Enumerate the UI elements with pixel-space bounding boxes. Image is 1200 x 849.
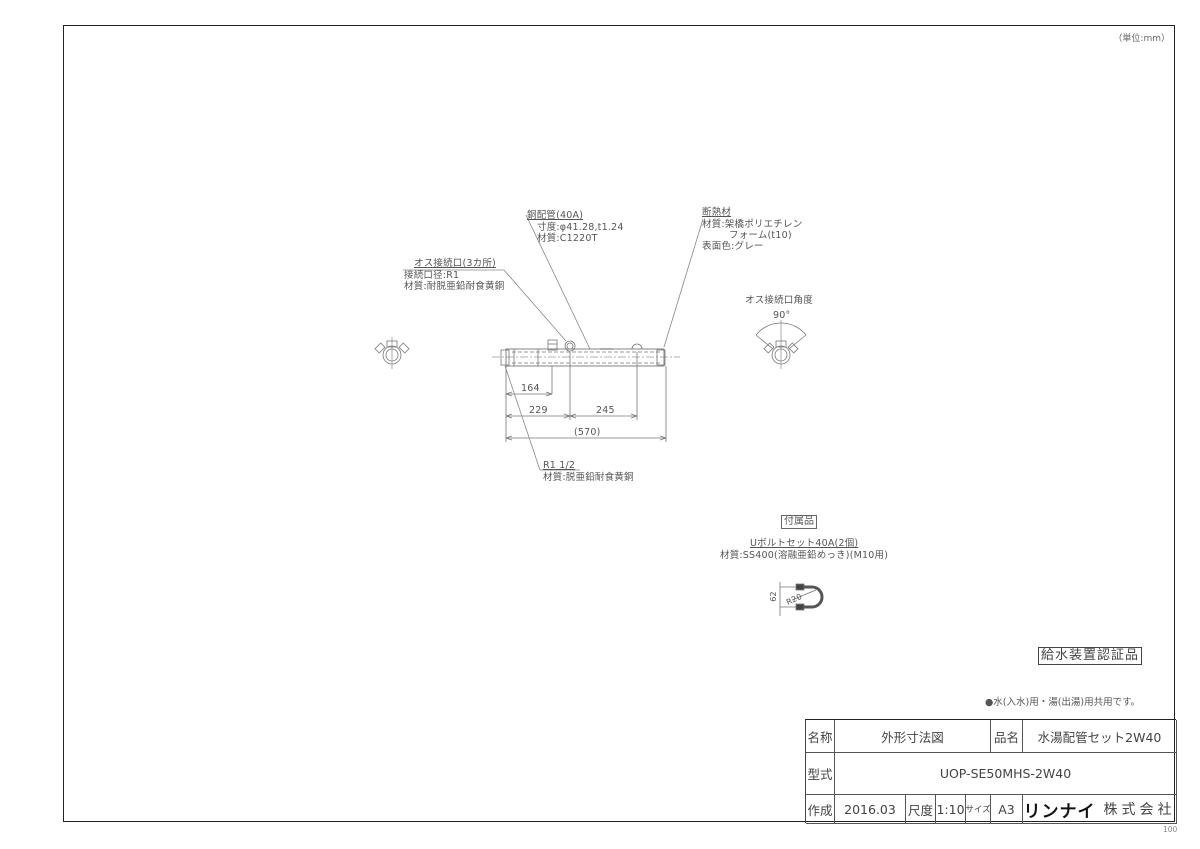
name-value: 外形寸法図 <box>835 720 991 753</box>
dimension-overall: (570) <box>574 427 601 438</box>
brand-logo: リンナイ <box>1023 801 1096 822</box>
company-suffix: 株式会社 <box>1103 802 1176 818</box>
end-fitting-title: R1 1/2 <box>543 460 576 471</box>
size-label: サイズ <box>966 795 991 824</box>
name-label: 名称 <box>806 720 835 753</box>
scale-value: 1:10 <box>936 795 966 824</box>
company-cell: リンナイ 株式会社 <box>1023 795 1177 824</box>
insulation-material: 材質:架橋ポリエチレン <box>702 219 803 230</box>
copper-pipe-title: 銅配管(40A) <box>527 210 584 221</box>
dimension-245: 245 <box>596 405 615 416</box>
copper-pipe-dimension: 寸度:φ41.28,t1.24 <box>537 222 624 233</box>
copper-pipe-material: 材質:C1220T <box>537 233 598 244</box>
dimension-229: 229 <box>529 405 548 416</box>
product-label: 品名 <box>991 720 1023 753</box>
created-value: 2016.03 <box>835 795 906 824</box>
insulation-surface-color: 表面色:グレー <box>702 241 764 252</box>
model-value: UOP-SE50MHS-2W40 <box>835 753 1177 795</box>
page-number: 100 <box>1163 825 1178 834</box>
male-connection-material: 材質:耐脱亜鉛耐食黄銅 <box>404 281 505 292</box>
connection-angle-value: 90° <box>773 310 791 321</box>
title-block: 名称 外形寸法図 品名 水湯配管セット2W40 型式 UOP-SE50MHS-2… <box>805 719 1177 824</box>
male-connection-diameter: 接続口径:R1 <box>404 270 460 281</box>
unit-label: （単位:mm） <box>1113 34 1170 44</box>
male-connection-title: オス接続口(3カ所) <box>414 258 496 269</box>
end-fitting-material: 材質:脱亜鉛耐食黄銅 <box>543 472 634 483</box>
accessory-title: 付属品 <box>781 515 817 529</box>
model-label: 型式 <box>806 753 835 795</box>
insulation-title: 断熱材 <box>702 207 732 218</box>
product-value: 水湯配管セット2W40 <box>1023 720 1177 753</box>
accessory-material: 材質:SS400(溶融亜鉛めっき)(M10用) <box>720 550 889 561</box>
insulation-material-cont: フォーム(t10) <box>729 230 792 241</box>
scale-label: 尺度 <box>906 795 936 824</box>
ubolt-height-dim: 62 <box>768 591 778 602</box>
dimension-164: 164 <box>521 383 540 394</box>
size-value: A3 <box>991 795 1023 824</box>
drawing-frame <box>63 25 1175 822</box>
certification-badge: 給水装置認証品 <box>1038 647 1143 665</box>
accessory-name: Uボルトセット40A(2個) <box>750 538 859 549</box>
connection-angle-title: オス接続口角度 <box>745 295 813 306</box>
created-label: 作成 <box>806 795 835 824</box>
usage-note: ●水(入水)用・湯(出湯)用共用です。 <box>985 697 1141 708</box>
